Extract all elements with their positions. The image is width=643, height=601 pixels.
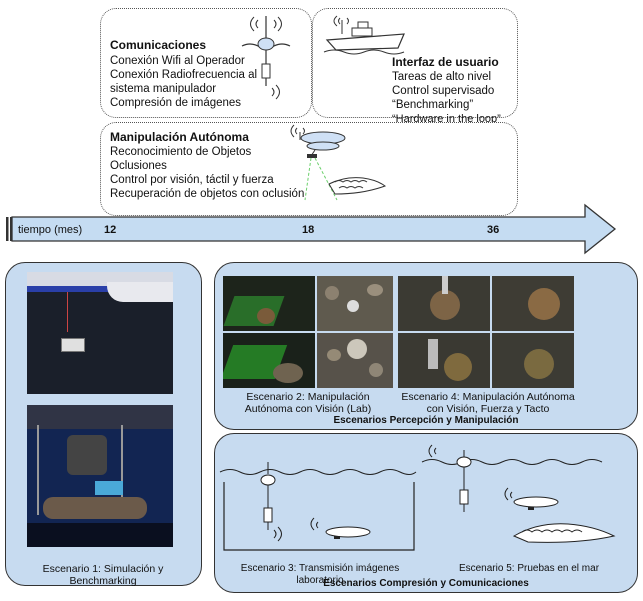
- ship-icon: [323, 15, 405, 55]
- simulation-image-top: [27, 272, 173, 394]
- compression-communications-panel: [214, 433, 638, 593]
- user-interface-box: [312, 8, 518, 118]
- user-interface-title: Interfaz de usuario: [392, 55, 499, 69]
- user-interface-item: “Benchmarking”: [392, 99, 474, 111]
- scenario-4-caption: Escenario 4: Manipulación Autónoma: [401, 391, 575, 403]
- communications-item: Conexión Radiofrecuencia al: [110, 69, 258, 81]
- simulation-image-bottom: [27, 405, 173, 547]
- scenario-5-caption: Escenario 5: Pruebas en el mar: [458, 563, 600, 574]
- timeline-label: tiempo (mes): [18, 224, 83, 236]
- user-interface-item: Control supervisado: [392, 85, 495, 97]
- timeline-tick: 18: [302, 224, 315, 236]
- scenario-2-image: [317, 276, 393, 331]
- timeline-tick: 12: [104, 224, 117, 236]
- manipulation-item: Reconocimiento de Objetos: [110, 146, 252, 158]
- compression-group-label: Escenarios Compresión y Comunicaciones: [323, 578, 529, 589]
- scenario-3-caption: Escenario 3: Transmisión imágenes labora…: [240, 563, 400, 586]
- manipulation-item: Oclusiones: [110, 160, 167, 172]
- scenario-2-image: [223, 333, 315, 388]
- scenario-4-image: [398, 333, 490, 388]
- manipulation-item: Recuperación de objetos con oclusión: [110, 188, 305, 200]
- sea-trials-diagram: [421, 444, 616, 543]
- communications-item: Compresión de imágenes: [110, 97, 242, 109]
- scenario-4-caption: con Visión, Fuerza y Tacto: [426, 403, 550, 415]
- scenario-2-caption: Autónoma con Visión (Lab): [244, 403, 372, 415]
- manipulation-title: Manipulación Autónoma: [110, 130, 249, 144]
- scenario-4-image: [398, 276, 490, 331]
- scenario-2-caption: Escenario 2: Manipulación: [246, 391, 370, 403]
- communications-item: Conexión Wifi al Operador: [110, 55, 245, 67]
- scenario-4-image: [492, 276, 574, 331]
- lab-tank-diagram: [219, 462, 417, 551]
- timeline-tick: 36: [487, 224, 500, 236]
- user-interface-item: Tareas de alto nivel: [392, 71, 492, 83]
- scenario-4-image: [492, 333, 574, 388]
- scenario-2-image: [223, 276, 315, 331]
- perception-group-label: Escenarios Percepción y Manipulación: [333, 415, 519, 426]
- manipulation-item: Control por visión, táctil y fuerza: [110, 174, 274, 186]
- communications-box: [100, 8, 312, 118]
- scenario-2-image: [317, 333, 393, 388]
- buoy-antenna-icon: [241, 16, 291, 100]
- communications-title: Comunicaciones: [110, 38, 207, 52]
- communications-item: sistema manipulador: [110, 83, 217, 95]
- auv-manipulator-icon: [290, 124, 387, 201]
- timeline-arrow: [6, 203, 617, 255]
- scenario-1-caption: Escenario 1: Simulación y Benchmarking: [42, 563, 164, 587]
